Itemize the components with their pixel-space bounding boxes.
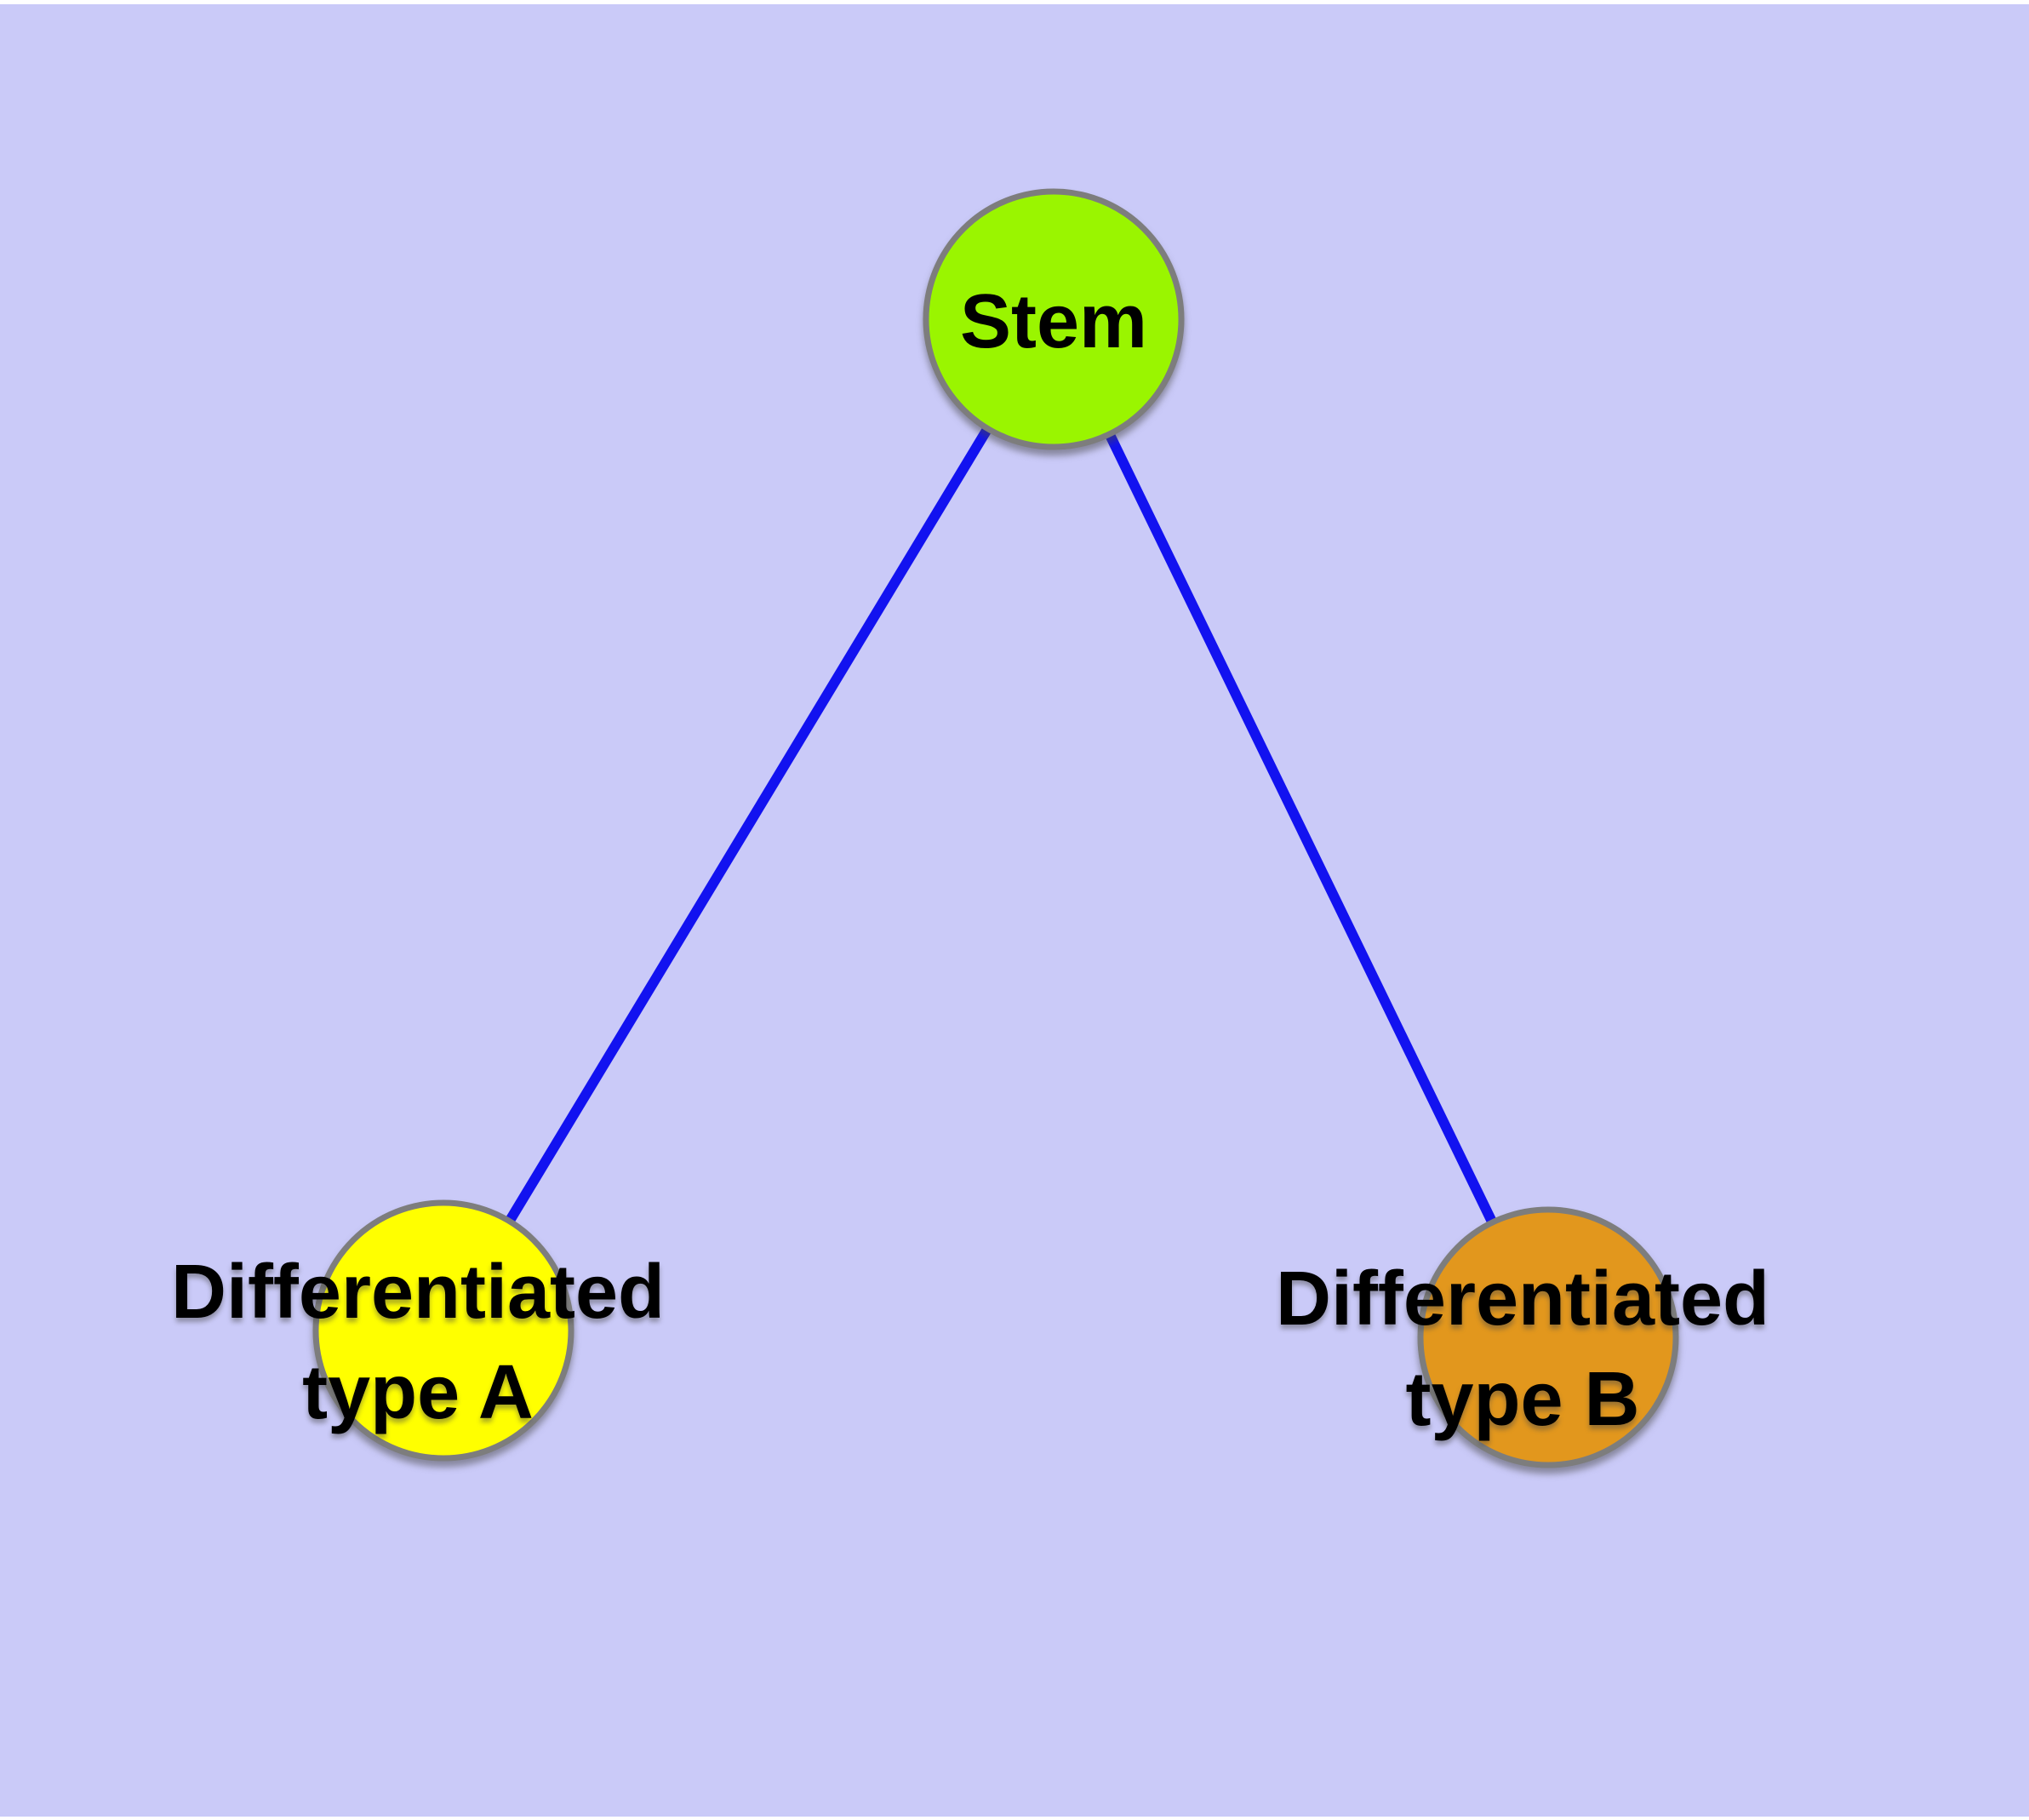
node-stem-shape[interactable] bbox=[923, 188, 1185, 450]
node-differentiated-type-a: Differentiated type A bbox=[171, 1199, 665, 1462]
node-differentiated-type-a-label-line1: Differentiated bbox=[171, 1250, 665, 1335]
node-differentiated-type-a-label-line2: type A bbox=[302, 1350, 534, 1435]
edge-stem-to-type-b[interactable] bbox=[1049, 317, 1553, 1340]
edge-stem-to-type-a[interactable] bbox=[438, 316, 1059, 1334]
node-stem-label: Stem bbox=[960, 279, 1147, 364]
node-differentiated-type-b-shape[interactable] bbox=[1417, 1206, 1679, 1468]
node-differentiated-type-a-shape[interactable] bbox=[312, 1199, 574, 1462]
node-differentiated-type-b-label-line1: Differentiated bbox=[1276, 1256, 1769, 1342]
edges bbox=[438, 316, 1553, 1340]
node-differentiated-type-b: Differentiated type B bbox=[1276, 1206, 1769, 1468]
node-differentiated-type-b-label-line2: type B bbox=[1405, 1357, 1639, 1442]
node-stem: Stem bbox=[923, 188, 1185, 450]
